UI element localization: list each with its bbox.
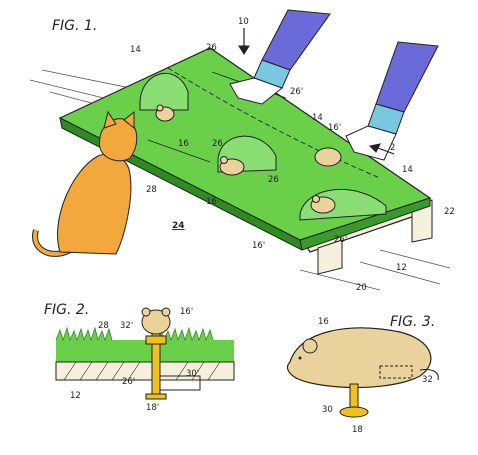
ref-22: 22 <box>444 207 455 217</box>
fig2-mouse-ear-right <box>161 307 171 317</box>
fig2-board <box>55 361 235 381</box>
ref-26-b: 26' <box>290 87 303 97</box>
f3-ref-16: 16 <box>318 317 329 327</box>
fig2-mouse-head <box>141 309 171 335</box>
dome-cover-1 <box>139 73 189 111</box>
hand-left <box>229 9 331 105</box>
ref-2: 2 <box>390 143 395 153</box>
f3-ref-32: 32 <box>422 375 433 385</box>
fig2-base-plate <box>145 393 167 400</box>
ref-14-b: 14 <box>312 113 323 123</box>
f2-ref-26: 26' <box>122 377 135 387</box>
ref-10: 10 <box>238 17 249 27</box>
fig2-slot-30 <box>159 375 201 391</box>
ref-28: 28 <box>146 185 157 195</box>
hand-right <box>345 41 439 161</box>
fig2-collar <box>145 335 167 345</box>
cat <box>32 110 138 257</box>
toy-mouse-1 <box>155 104 175 122</box>
fig3-title: FIG. 3. <box>390 314 435 330</box>
fig3-mouse-tail <box>419 369 439 381</box>
f2-ref-12: 12 <box>70 391 81 401</box>
ref-26-c: 26 <box>212 139 223 149</box>
ref-24: 24 <box>172 221 185 231</box>
ref-16-d: 16' <box>252 241 265 251</box>
figure-2: FIG. 2. 28 32' 16' 26' 30' 12 <box>44 302 235 413</box>
ref-16-c: 16 <box>206 197 217 207</box>
fig3-mouse-body <box>286 327 432 389</box>
fig3-mouse-eye <box>298 356 302 360</box>
toy-mouse-4 <box>310 195 336 214</box>
arrow-2 <box>368 143 395 155</box>
floor-shading <box>29 69 451 291</box>
ref-14-a: 14 <box>130 45 141 55</box>
fig2-title: FIG. 2. <box>44 302 89 318</box>
fig1-title: FIG. 1. <box>52 18 97 34</box>
toy-mouse-2 <box>219 156 245 176</box>
ref-16-a: 16 <box>178 139 189 149</box>
figure-3: FIG. 3. 16 32 30 18 <box>286 314 439 435</box>
ref-12: 12 <box>396 263 407 273</box>
ref-16-b: 16' <box>328 123 341 133</box>
f2-ref-30: 30' <box>186 369 199 379</box>
arrow-10 <box>238 28 250 55</box>
front-support <box>317 239 343 275</box>
fig2-grass <box>55 326 234 362</box>
figure-1: FIG. 1. 10 14 26 26' 14 16' 2 14 16 26 2… <box>29 9 455 293</box>
f2-ref-18: 18' <box>146 403 159 413</box>
fig2-board-hatch <box>63 361 221 381</box>
fig3-base <box>339 406 369 418</box>
fig2-mouse-ear-left <box>141 307 151 317</box>
f2-ref-28: 28 <box>98 321 109 331</box>
fig3-mouse-ear <box>302 338 318 354</box>
toy-mouse-3 <box>314 147 342 167</box>
f2-ref-32: 32' <box>120 321 133 331</box>
ref-26-d: 26 <box>268 175 279 185</box>
f3-ref-30: 30 <box>322 405 333 415</box>
f3-ref-18: 18 <box>352 425 363 435</box>
ref-14-c: 14 <box>402 165 413 175</box>
ref-26-a: 26 <box>206 43 217 53</box>
fig3-slot-32 <box>379 365 413 379</box>
f2-ref-16: 16' <box>180 307 193 317</box>
fig3-post <box>349 383 359 409</box>
grass-mat-right-edge <box>299 197 431 251</box>
ref-26-e: 26' <box>334 235 347 245</box>
ref-20: 20 <box>356 283 367 293</box>
